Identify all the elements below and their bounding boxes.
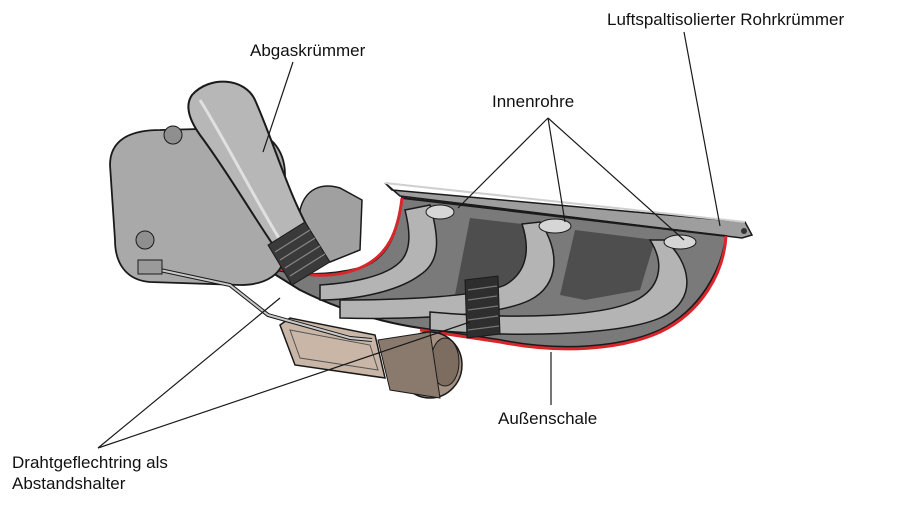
- label-aussenschale: Außenschale: [498, 409, 598, 428]
- inner-pipes: [319, 204, 697, 335]
- leader-draht-2: [97, 321, 471, 449]
- leader-lines: [97, 31, 721, 449]
- label-innenrohre: Innenrohre: [492, 92, 575, 111]
- leader-innenrohre-1: [457, 117, 549, 209]
- label-drahtgeflechtring: Drahtgeflechtring als Abstandshalter: [12, 453, 168, 493]
- label-luftspalt-rohrkruemmer: Luftspaltisolierter Rohrkrümmer: [607, 10, 845, 29]
- leader-luftspalt: [683, 31, 721, 227]
- leader-abgaskruemmer: [262, 61, 294, 153]
- flange-plate: [384, 182, 754, 239]
- leader-innenrohre-3: [547, 117, 685, 241]
- wire-mesh-ring-center: [464, 275, 501, 339]
- leader-draht-1: [97, 297, 281, 449]
- label-abgaskruemmer: Abgaskrümmer: [250, 41, 366, 60]
- wire-mesh-ring-left: [267, 221, 331, 286]
- leader-innenrohre-2: [547, 117, 566, 223]
